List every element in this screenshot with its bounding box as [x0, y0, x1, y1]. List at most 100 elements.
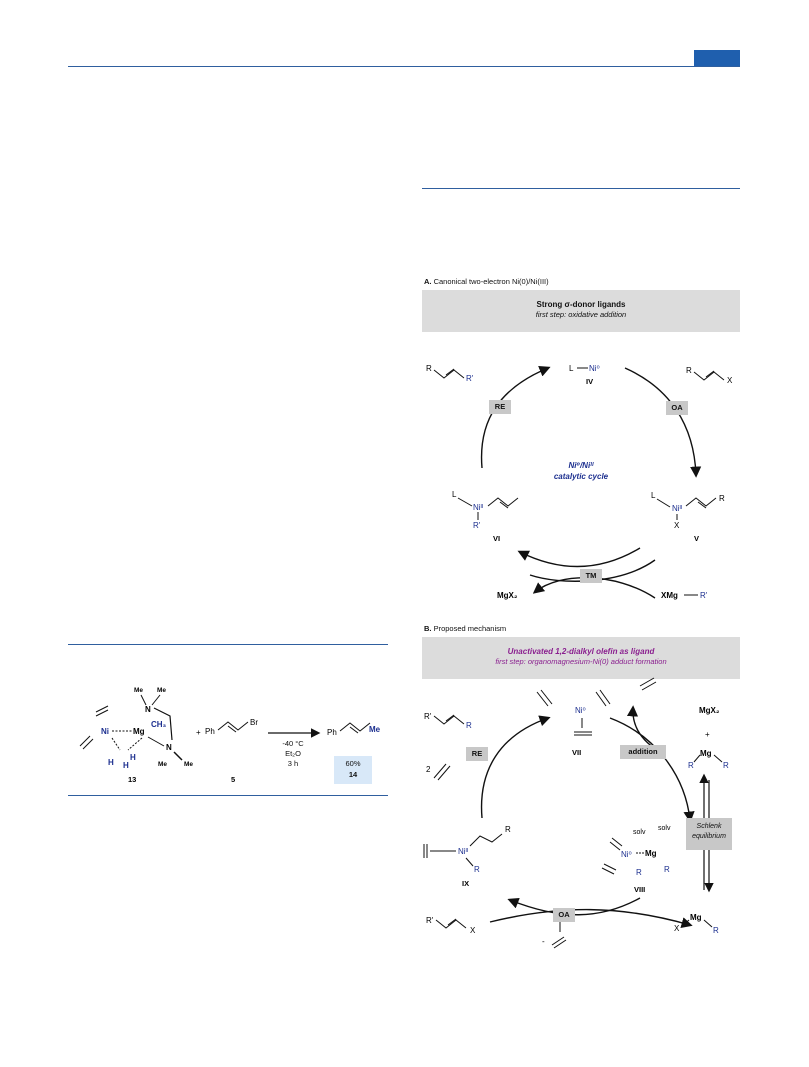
vi-ni: Niᴵᴵ — [473, 503, 483, 512]
b-xmgr-x: X — [674, 924, 680, 933]
yield-value: 60% — [345, 759, 361, 768]
viii-ni: Ni⁰ — [621, 850, 632, 859]
c14-me: Me — [369, 725, 381, 734]
v-ni: Niᴵᴵ — [672, 504, 682, 513]
header-tab — [694, 50, 740, 66]
c13-h3: H — [130, 753, 136, 762]
b-product-r: R — [466, 721, 472, 730]
panel-a-title-text: Canonical two-electron Ni(0)/Ni(III) — [433, 277, 549, 286]
b-mgx2: MgX₂ — [699, 706, 720, 715]
b-minus: - — [542, 937, 545, 946]
panel-a-box-line2: first step: oxidative addition — [535, 310, 627, 319]
b-oa-r-prime: R' — [426, 916, 434, 925]
badge-re-a: RE — [489, 400, 511, 414]
label-14: 14 — [348, 770, 358, 779]
c13-me4: Me — [158, 761, 167, 768]
c13-mg: Mg — [133, 727, 145, 736]
panel-a-title: A. Canonical two-electron Ni(0)/Ni(III) — [424, 277, 549, 286]
panel-b-title: B. Proposed mechanism — [424, 624, 506, 633]
b-mgr2-mg: Mg — [700, 749, 712, 758]
scheme-top-rule — [68, 644, 388, 645]
vii-label: VII — [572, 748, 581, 757]
vii-ni: Ni⁰ — [575, 706, 586, 715]
schlenk-box: Schlenk equilibrium — [686, 818, 732, 850]
panel-b-ligand-box: Unactivated 1,2-dialkyl olefin as ligand… — [422, 637, 740, 679]
badge-addition-b: addition — [620, 745, 666, 759]
panel-b-box-line1: Unactivated 1,2-dialkyl olefin as ligand — [507, 647, 655, 656]
scheme-bottom-rule — [68, 795, 388, 796]
b-oa-x: X — [470, 926, 476, 935]
v-r: R — [719, 494, 725, 503]
schlenk-line1: Schlenk — [696, 823, 722, 830]
c13-n-bottom: N — [166, 743, 172, 752]
panel-top-rule — [422, 188, 740, 189]
c13-me1: Me — [134, 687, 143, 694]
v-x: X — [674, 521, 680, 530]
b-mgr2-r2: R — [723, 761, 729, 770]
c13-me3: Me — [184, 761, 193, 768]
badge-oa-b: OA — [553, 908, 575, 922]
c13-n-top: N — [145, 705, 151, 714]
c5-ph: Ph — [205, 727, 215, 736]
viii-label: VIII — [634, 885, 645, 894]
c14-ph: Ph — [327, 728, 337, 737]
yield-box: 60% 14 — [334, 756, 372, 784]
b-mgr2-r1: R — [688, 761, 694, 770]
ix-r-blue: R — [474, 865, 480, 874]
cond-solvent: Et₂O — [285, 749, 301, 758]
b-two: 2 — [426, 765, 431, 774]
panel-a-ligand-box: Strong σ-donor ligands first step: oxida… — [422, 290, 740, 332]
cond-temp: -40 °C — [282, 739, 304, 748]
badge-tm-a: TM — [580, 569, 602, 583]
badge-re-b: RE — [466, 747, 488, 761]
scheme-plus: + — [196, 728, 201, 737]
product-alkene — [433, 369, 465, 379]
conditions: -40 °C Et₂O 3 h — [268, 739, 318, 769]
ix-r: R — [505, 825, 511, 834]
mgx2-label: MgX₂ — [497, 591, 518, 600]
c13-ch3: CH₃ — [151, 720, 167, 729]
cycle-line1: Ni⁰/Niᴵᴵ — [568, 461, 593, 470]
vi-l: L — [452, 490, 457, 499]
xmg-label: XMg — [661, 591, 678, 600]
viii-solv1: solv — [633, 829, 646, 836]
iv-label: IV — [586, 377, 593, 386]
label-13: 13 — [128, 775, 136, 784]
b-xmgr-r: R — [713, 926, 719, 935]
c13-ni: Ni — [101, 727, 109, 736]
c13-h2: H — [123, 761, 129, 770]
iv-l: L — [569, 364, 574, 373]
vinyl-r: R — [686, 366, 692, 375]
xmg-r-prime: R' — [700, 591, 708, 600]
panel-b-box-line2: first step: organomagnesium-Ni(0) adduct… — [495, 657, 667, 666]
arc-b-re — [480, 715, 551, 819]
product-r: R — [426, 364, 432, 373]
viii-r2: R — [664, 865, 670, 874]
ix-ni: Niᴵᴵ — [458, 847, 468, 856]
vinyl-halide-alkene — [693, 371, 725, 381]
vi-label: VI — [493, 534, 500, 543]
panel-b-title-text: Proposed mechanism — [433, 624, 507, 633]
ix-label: IX — [462, 879, 469, 888]
iv-ni: Ni⁰ — [589, 364, 600, 373]
v-l: L — [651, 491, 656, 500]
viii-r1: R — [636, 868, 642, 877]
viii-mg: Mg — [645, 849, 657, 858]
arc-b-oa — [507, 897, 641, 916]
cond-time: 3 h — [287, 759, 299, 768]
label-5: 5 — [231, 775, 235, 784]
badge-oa-a: OA — [666, 401, 688, 415]
arc-v-to-vi — [517, 547, 641, 568]
schlenk-line2: equilibrium — [692, 833, 726, 840]
viii-solv2: solv — [658, 825, 671, 832]
header-rule — [68, 66, 740, 67]
vinyl-x: X — [727, 376, 733, 385]
arc-b-oa-in — [489, 908, 693, 929]
c13-me2: Me — [157, 687, 166, 694]
cycle-line2: catalytic cycle — [554, 472, 609, 481]
product-r-prime: R' — [466, 374, 474, 383]
c5-br: Br — [250, 718, 258, 727]
c13-h1: H — [108, 758, 114, 767]
panel-b-letter: B. — [424, 624, 432, 633]
